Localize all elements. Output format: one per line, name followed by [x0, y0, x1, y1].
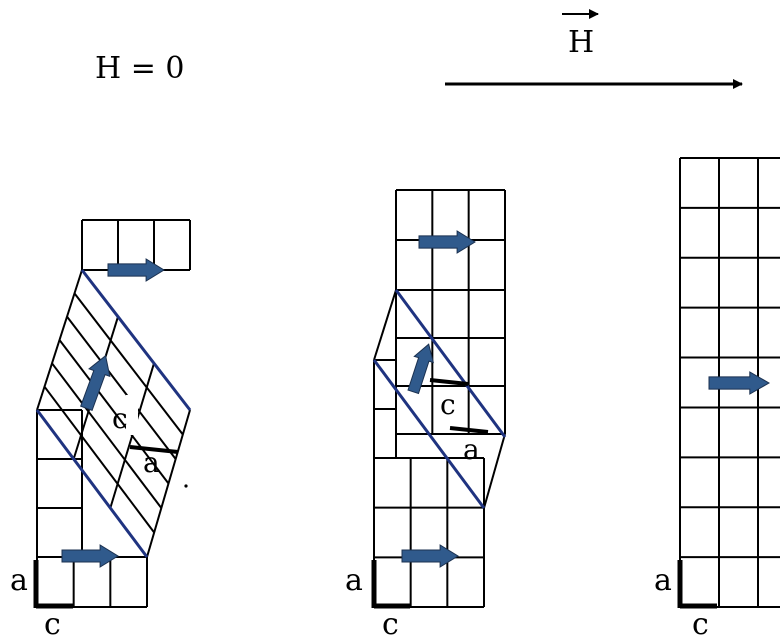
twin-boundary-line: [80, 269, 192, 411]
grid-line: [58, 339, 170, 485]
grid-line: [66, 316, 177, 460]
corner-a-label: a: [345, 563, 363, 598]
magnetization-arrows: [401, 230, 476, 568]
grid-line: [73, 292, 184, 436]
corner-c-label: c: [382, 607, 399, 638]
grid-line: [373, 289, 397, 361]
grid-line: [483, 433, 506, 509]
corner-a-label: a: [654, 563, 672, 598]
twin-a-label: a: [463, 433, 480, 466]
stage-saturated-field: a c: [654, 157, 780, 638]
magnetization-arrow-icon: [401, 544, 459, 568]
twin-boundaries: [372, 289, 507, 509]
field-vector-label: H: [562, 9, 599, 60]
magnetization-arrow-icon: [418, 230, 476, 254]
lattice-grid: [679, 157, 780, 608]
magnetization-arrow-icon: [107, 258, 165, 282]
twin-boundary-line: [372, 359, 486, 509]
twin-boundaries: [35, 269, 192, 558]
corner-c-label: c: [44, 607, 61, 638]
twin-a-label: a: [143, 446, 160, 479]
corner-a-label: a: [10, 563, 28, 598]
twin-boundary-line: [394, 289, 507, 438]
magnetization-arrow-icon: [80, 354, 111, 412]
svg-text:H: H: [568, 25, 594, 60]
magnetization-arrow-icon: [708, 371, 771, 395]
stray-dot: [184, 484, 188, 488]
magnetization-arrow-icon: [407, 343, 435, 395]
twin-c-label: c: [440, 388, 456, 421]
magnetization-arrows: [61, 258, 165, 568]
grid-line: [51, 362, 163, 509]
twin-c-label: c: [112, 402, 128, 435]
twin-boundary-line: [35, 409, 149, 558]
stage-partial-field: c a a c: [345, 189, 507, 638]
magnetization-arrows: [708, 371, 771, 395]
zero-field-label: H = 0: [95, 51, 184, 86]
stage-zero-field: c a a c: [10, 219, 192, 638]
label-mask: [126, 395, 138, 435]
magnetization-arrow-icon: [61, 544, 119, 568]
corner-c-label: c: [692, 607, 709, 638]
